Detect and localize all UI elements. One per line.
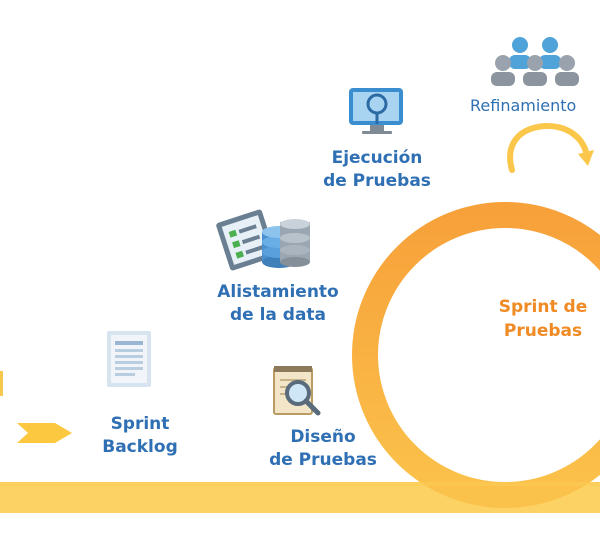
checklist-database-icon <box>216 209 310 271</box>
sprint-de-pruebas-label: Sprint de Pruebas <box>498 297 588 341</box>
document-icon <box>107 331 151 387</box>
diseno-label: Diseño de Pruebas <box>269 427 377 470</box>
monitor-icon <box>349 88 403 134</box>
sprint-backlog-label: Sprint Backlog <box>102 414 178 457</box>
refinement-loop-arrow <box>507 122 594 173</box>
sprint-ring <box>352 202 600 508</box>
team-icon <box>491 37 579 86</box>
ejecucion-label: Ejecución de Pruebas <box>323 148 431 191</box>
alistamiento-label: Alistamiento de la data <box>217 282 339 325</box>
left-partial-arrow-icon <box>0 371 3 396</box>
refinamiento-label: Refinamiento <box>470 96 577 115</box>
chevron-right-icon <box>17 423 72 443</box>
notepad-magnifier-icon <box>273 366 321 416</box>
